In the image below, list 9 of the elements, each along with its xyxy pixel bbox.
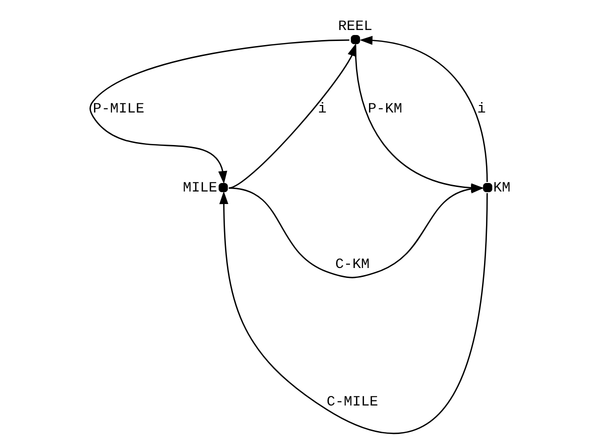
edge-label: C-KM <box>334 256 370 273</box>
edge-label: C-MILE <box>326 394 378 411</box>
edge-label: i <box>317 102 326 118</box>
node-label: MILE <box>182 180 217 196</box>
edge-label: P-KM <box>367 102 402 118</box>
node-label: REEL <box>338 19 372 36</box>
node-label: KM <box>492 180 510 196</box>
edge-label: P-MILE <box>92 102 144 118</box>
edge-label: i <box>476 102 486 118</box>
